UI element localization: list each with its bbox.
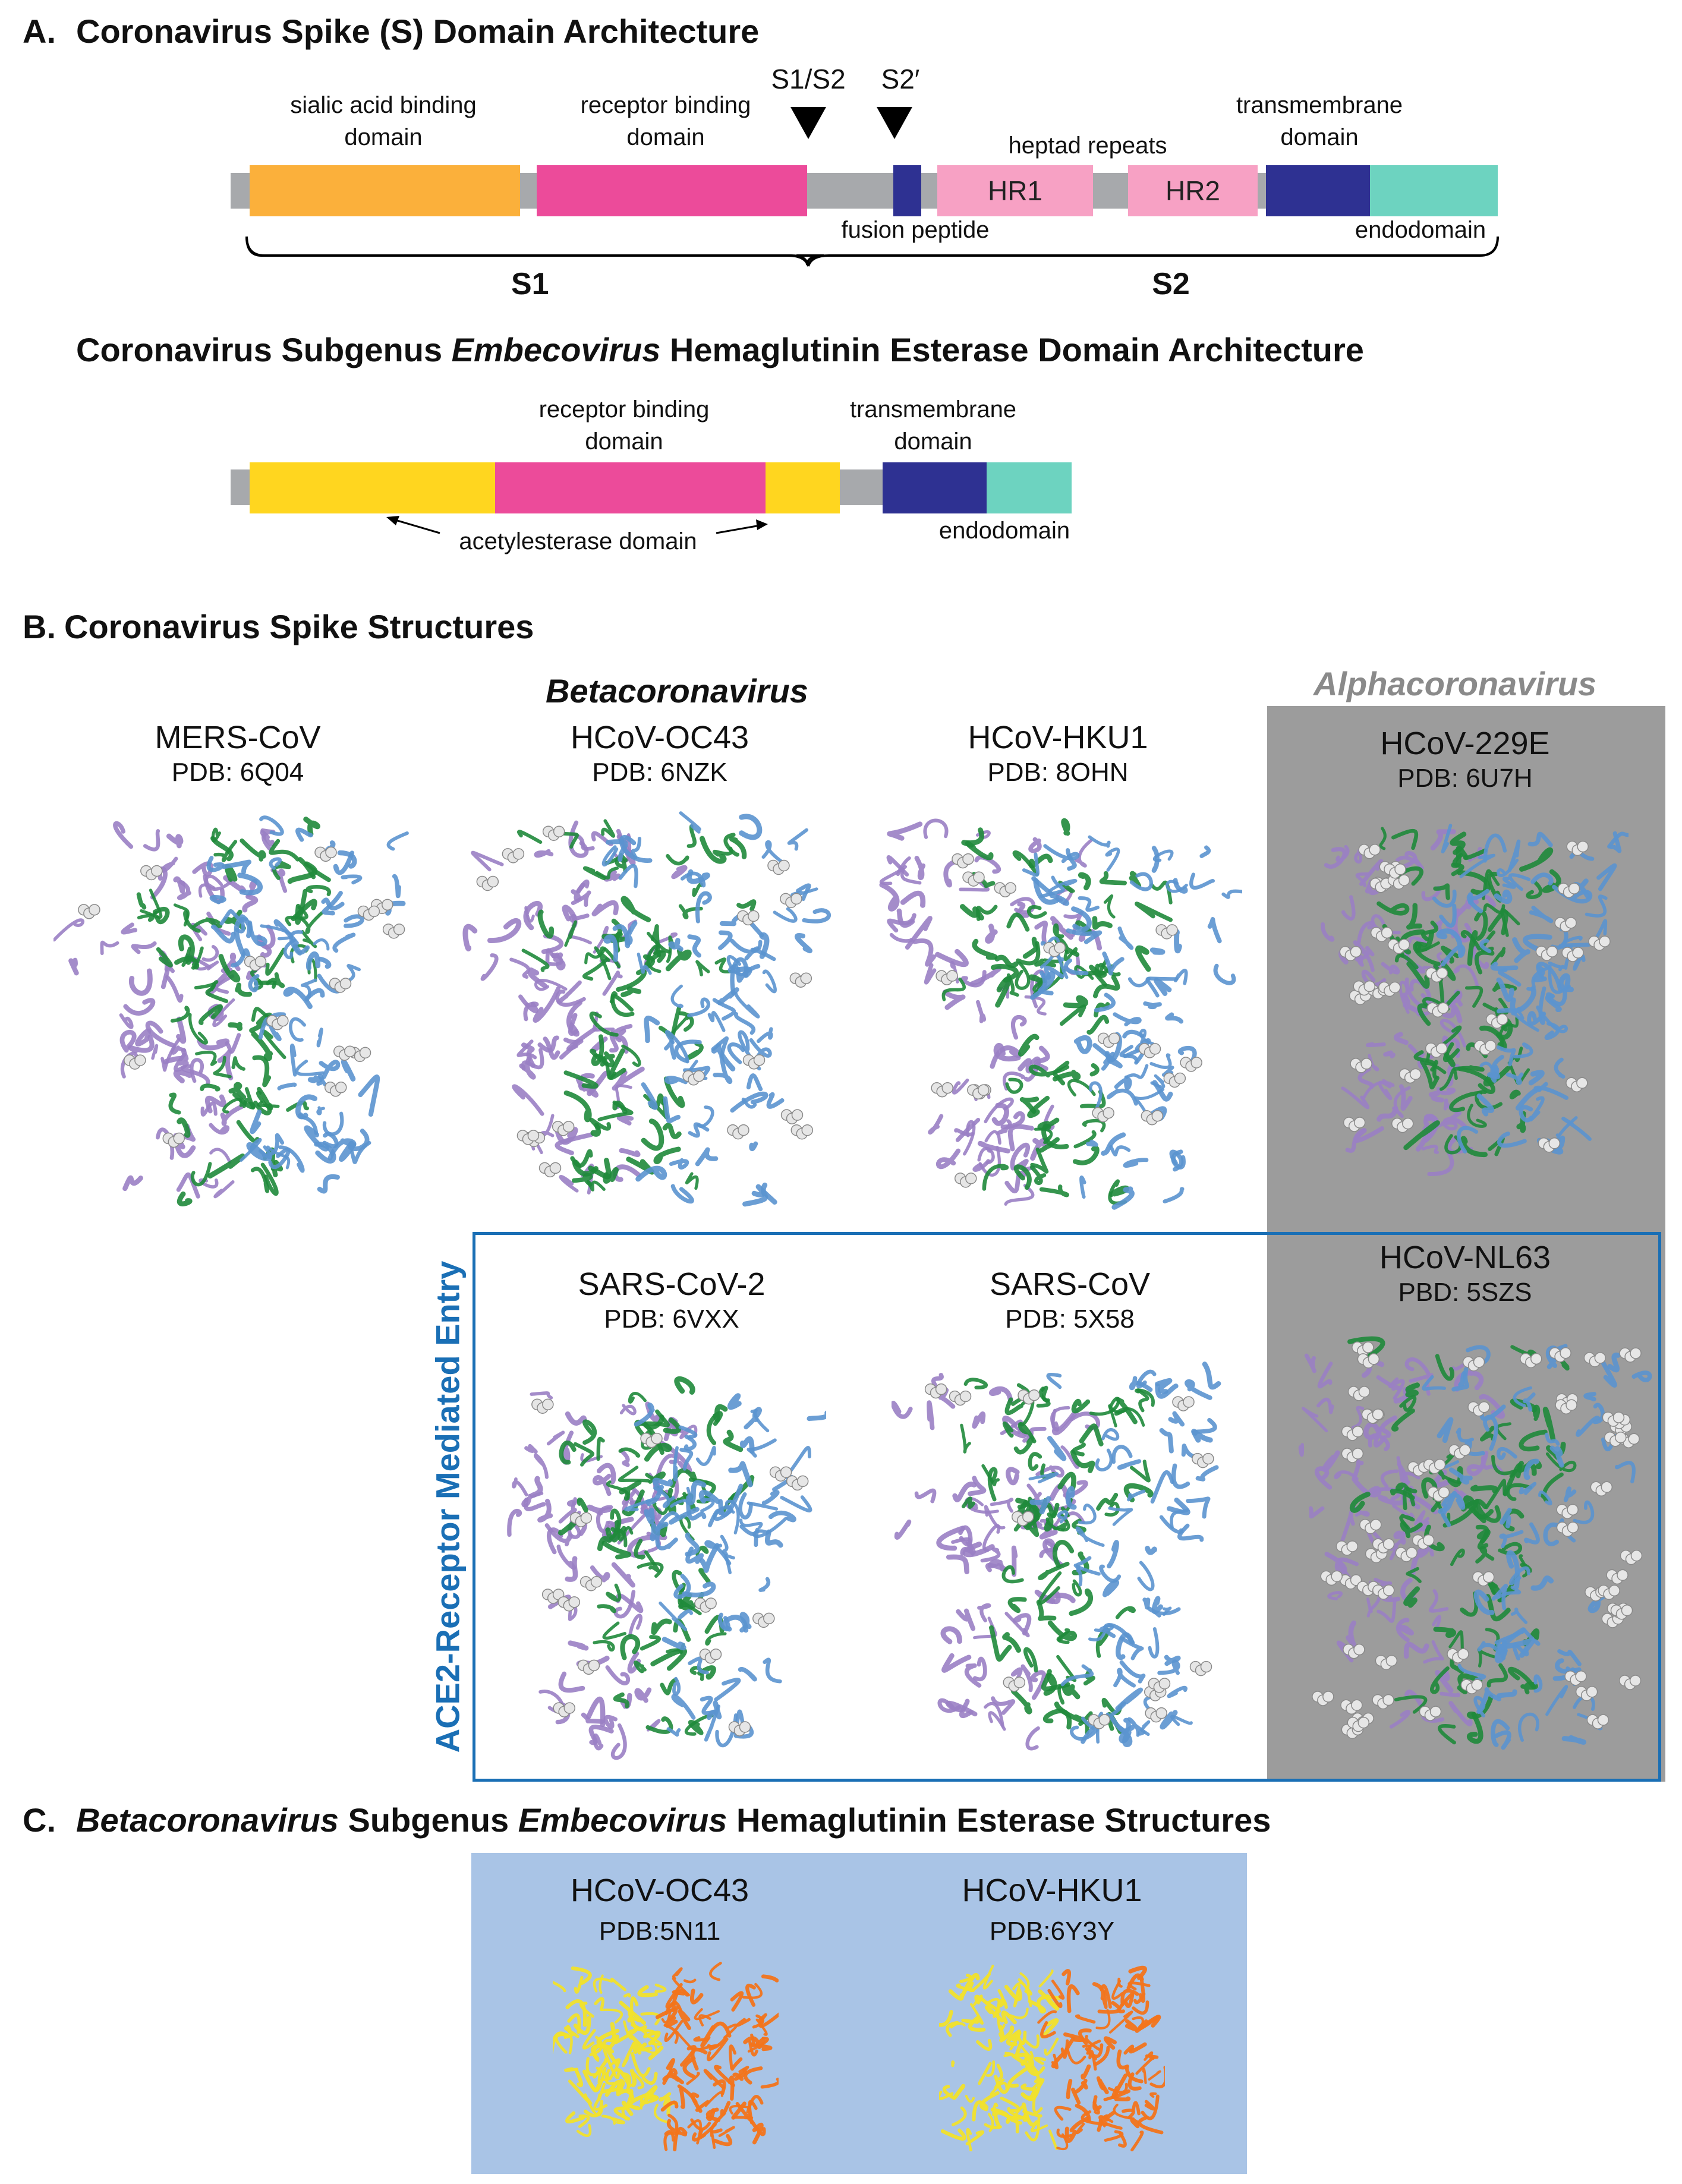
he-struct-pdb-oc43: PDB:5N11 bbox=[599, 1917, 721, 1946]
s2prime-cleavage-label: S2′ bbox=[881, 64, 920, 94]
betacoronavirus-label: Betacoronavirus bbox=[546, 672, 808, 710]
he-structures-panel bbox=[471, 1853, 1247, 2174]
spike-structure-nl63 bbox=[1298, 1336, 1652, 1750]
acetylesterase-arrows-icon bbox=[386, 516, 768, 534]
hr1-domain: HR1 bbox=[937, 165, 1093, 216]
he-tm-label: transmembrane domain bbox=[849, 396, 1017, 455]
struct-pdb-oc43: PDB: 6NZK bbox=[592, 758, 727, 787]
alphacoronavirus-label: Alphacoronavirus bbox=[1314, 665, 1597, 702]
section-c-letter: C. bbox=[23, 1801, 56, 1839]
struct-name-mers: MERS-CoV bbox=[155, 720, 321, 755]
s2prime-cleavage-arrow-icon bbox=[877, 107, 912, 139]
he-rbd-label: receptor binding domain bbox=[538, 396, 710, 455]
fusion-peptide-domain bbox=[893, 165, 921, 216]
s1-s2-braces bbox=[245, 236, 1499, 267]
transmembrane-domain bbox=[1266, 165, 1370, 216]
receptor-binding-domain bbox=[537, 165, 807, 216]
struct-name-229e: HCoV-229E bbox=[1380, 726, 1550, 761]
section-c-title: Betacoronavirus Subgenus Embecovirus Hem… bbox=[76, 1801, 1271, 1839]
s1s2-cleavage-arrow-icon bbox=[790, 107, 826, 139]
hr2-label: HR2 bbox=[1165, 175, 1221, 206]
struct-pdb-mers: PDB: 6Q04 bbox=[171, 758, 304, 787]
ace2-label-wrap: ACE2-Receptor Mediated Entry bbox=[427, 1232, 468, 1782]
sialic-acid-binding-domain bbox=[250, 165, 520, 216]
ace2-entry-box bbox=[473, 1232, 1661, 1782]
spike-domain-diagram: sialic acid binding domain receptor bind… bbox=[0, 0, 1682, 594]
spike-architecture-title: Coronavirus Spike (S) Domain Architectur… bbox=[76, 12, 760, 50]
acetylesterase-domain-part2 bbox=[766, 462, 840, 513]
spike-structure-hku1 bbox=[879, 818, 1242, 1210]
spike-structure-mers bbox=[53, 815, 409, 1206]
he-endodomain-label: endodomain bbox=[938, 518, 1070, 544]
s1s2-cleavage-label: S1/S2 bbox=[771, 64, 846, 94]
he-struct-name-oc43: HCoV-OC43 bbox=[570, 1873, 749, 1908]
struct-pdb-hku1: PDB: 8OHN bbox=[987, 758, 1129, 787]
struct-pdb-sars: PDB: 5X58 bbox=[1005, 1304, 1135, 1334]
section-c-subgenus: Embecovirus bbox=[518, 1801, 727, 1839]
struct-name-hku1: HCoV-HKU1 bbox=[968, 720, 1148, 755]
ace2-receptor-label: ACE2-Receptor Mediated Entry bbox=[429, 1260, 467, 1753]
he-struct-name-hku1: HCoV-HKU1 bbox=[962, 1873, 1142, 1908]
rbd-domain-label: receptor binding domain bbox=[580, 92, 751, 150]
acetylesterase-domain-part1 bbox=[250, 462, 495, 513]
endodomain-label: endodomain bbox=[1355, 217, 1486, 243]
struct-pdb-sars2: PDB: 6VXX bbox=[604, 1304, 739, 1334]
struct-pdb-nl63: PBD: 5SZS bbox=[1398, 1278, 1532, 1307]
section-c-title-mid: Subgenus bbox=[338, 1801, 518, 1839]
struct-name-sars: SARS-CoV bbox=[989, 1266, 1151, 1302]
he-structure-oc43 bbox=[553, 1962, 779, 2151]
he-endodomain bbox=[987, 462, 1072, 513]
hr2-domain: HR2 bbox=[1128, 165, 1258, 216]
he-struct-pdb-hku1: PDB:6Y3Y bbox=[989, 1917, 1115, 1946]
he-structure-hku1 bbox=[939, 1964, 1165, 2151]
section-a-letter: A. bbox=[23, 12, 56, 50]
sialic-domain-label: sialic acid binding domain bbox=[290, 92, 477, 150]
he-transmembrane-domain bbox=[883, 462, 987, 513]
section-c-title-post: Hemaglutinin Esterase Structures bbox=[727, 1801, 1271, 1839]
fusion-peptide-label: fusion peptide bbox=[841, 217, 990, 243]
spike-structure-oc43 bbox=[462, 811, 831, 1207]
endodomain bbox=[1370, 165, 1498, 216]
acetylesterase-label: acetylesterase domain bbox=[459, 528, 697, 554]
section-c-genus: Betacoronavirus bbox=[76, 1801, 339, 1839]
s2-label: S2 bbox=[1152, 267, 1190, 301]
heptad-label: heptad repeats bbox=[1008, 133, 1167, 159]
s1-label: S1 bbox=[511, 267, 549, 301]
spike-structure-sars2 bbox=[507, 1376, 826, 1760]
tm-domain-label: transmembrane domain bbox=[1236, 92, 1403, 150]
section-b-title: Coronavirus Spike Structures bbox=[64, 608, 534, 645]
he-title-pre: Coronavirus Subgenus bbox=[76, 331, 452, 368]
he-architecture-title: Coronavirus Subgenus Embecovirus Hemaglu… bbox=[76, 330, 1364, 369]
struct-pdb-229e: PDB: 6U7H bbox=[1397, 764, 1533, 793]
section-b-letter: B. bbox=[23, 608, 56, 645]
he-domain-diagram: receptor binding domain transmembrane do… bbox=[0, 0, 1682, 594]
spike-structure-sars bbox=[892, 1362, 1221, 1751]
spike-structure-229e bbox=[1321, 824, 1629, 1176]
he-title-post: Hemaglutinin Esterase Domain Architectur… bbox=[660, 331, 1364, 368]
he-title-genus: Embecovirus bbox=[451, 331, 661, 368]
struct-name-nl63: HCoV-NL63 bbox=[1379, 1240, 1551, 1275]
hr1-label: HR1 bbox=[987, 175, 1043, 206]
he-receptor-binding-domain bbox=[495, 462, 766, 513]
struct-name-oc43: HCoV-OC43 bbox=[570, 720, 749, 755]
struct-name-sars2: SARS-CoV-2 bbox=[578, 1266, 766, 1302]
